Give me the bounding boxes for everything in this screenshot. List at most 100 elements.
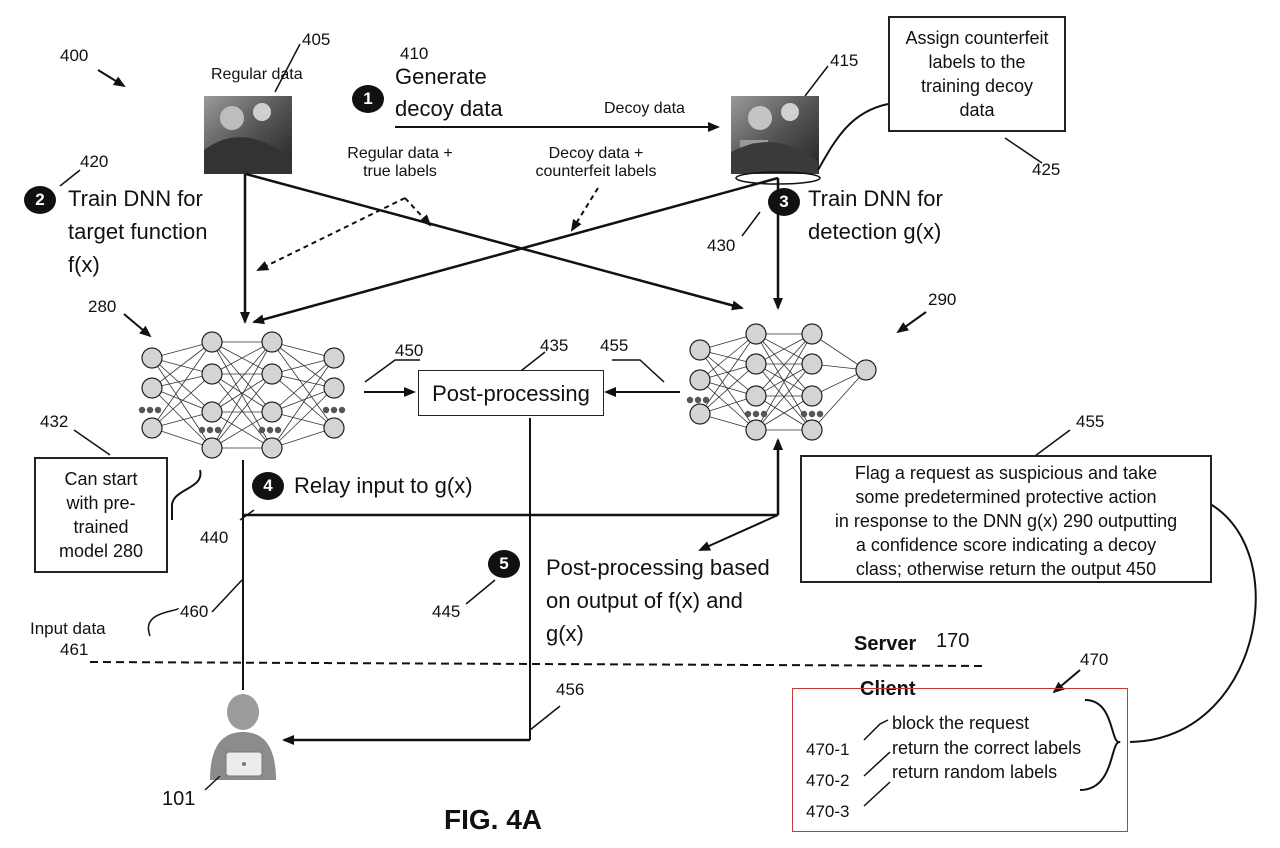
server-label: Server bbox=[854, 633, 917, 655]
network-edge bbox=[211, 341, 273, 375]
flag-line1: Flag a request as suspicious and take bbox=[854, 463, 1158, 483]
network-edge bbox=[271, 387, 335, 413]
ellipsis-dot bbox=[146, 406, 154, 414]
step-5-text-line1: Post-processing based bbox=[546, 555, 770, 580]
client-label: Client bbox=[860, 678, 916, 700]
dnn-g-ref: 290 bbox=[928, 290, 957, 309]
assign-line2: labels to the bbox=[928, 52, 1026, 72]
flag-line5: class; otherwise return the output 450 bbox=[855, 559, 1157, 579]
network-node bbox=[801, 353, 823, 375]
option-2-ref: 470-2 bbox=[806, 771, 850, 790]
option-3-ref: 470-3 bbox=[806, 802, 850, 821]
network-node bbox=[855, 359, 877, 381]
step-1-badge: 1 bbox=[352, 85, 384, 113]
assign-line4: data bbox=[959, 100, 995, 120]
ellipsis-dot bbox=[258, 426, 266, 434]
network-node bbox=[689, 369, 711, 391]
step-4-badge: 4 bbox=[252, 472, 284, 500]
network-edge bbox=[271, 341, 335, 359]
pretrained-connector bbox=[170, 469, 202, 520]
ellipsis-dot bbox=[744, 410, 752, 418]
step-4-ref: 440 bbox=[200, 528, 229, 547]
ellipsis-dot bbox=[752, 410, 760, 418]
ref-456: 456 bbox=[556, 680, 585, 699]
leader-456 bbox=[529, 705, 561, 731]
regular-to-g-arrow bbox=[245, 172, 744, 311]
step-2-text-line2: target function bbox=[68, 219, 208, 244]
network-node bbox=[201, 437, 223, 459]
ellipsis-dot bbox=[686, 396, 694, 404]
network-edge bbox=[151, 387, 213, 449]
leader-input-data bbox=[147, 607, 179, 637]
figure-caption: FIG. 4A bbox=[444, 804, 543, 835]
regular-true-line2: true labels bbox=[363, 163, 437, 180]
network-edge bbox=[151, 373, 213, 429]
network-node bbox=[801, 385, 823, 407]
network-edge bbox=[755, 363, 813, 397]
network-edge bbox=[811, 333, 867, 371]
assign-line3: training decoy bbox=[920, 76, 1034, 96]
step-3-ref: 430 bbox=[707, 236, 736, 255]
flag-ref: 455 bbox=[1076, 412, 1105, 431]
regular-data-image bbox=[204, 96, 292, 174]
arrow-400 bbox=[97, 69, 126, 88]
network-edge bbox=[151, 387, 213, 413]
network-node bbox=[745, 353, 767, 375]
network-node bbox=[141, 347, 163, 369]
post-processing-box: Post-processing bbox=[418, 370, 604, 416]
ellipsis-dot bbox=[154, 406, 162, 414]
decoy-data-image bbox=[731, 96, 819, 174]
client-options-frame bbox=[792, 688, 1128, 832]
step-1-text-line2: decoy data bbox=[395, 96, 503, 121]
post-ref: 435 bbox=[540, 336, 569, 355]
ellipsis-dot bbox=[338, 406, 346, 414]
network-edge bbox=[699, 333, 757, 381]
network-node bbox=[745, 419, 767, 441]
step-5-ref: 445 bbox=[432, 602, 461, 621]
leader-420 bbox=[59, 169, 81, 187]
network-edge bbox=[211, 341, 273, 413]
regular-true-line1: Regular data + bbox=[347, 145, 453, 162]
server-ref: 170 bbox=[936, 630, 970, 652]
client-user-ref: 101 bbox=[162, 788, 196, 810]
network-edge bbox=[755, 395, 813, 431]
assign-ref: 425 bbox=[1032, 160, 1061, 179]
network-edge bbox=[699, 333, 757, 415]
leader-455-in bbox=[612, 359, 665, 383]
step-5-text-line3: g(x) bbox=[546, 621, 584, 646]
network-node bbox=[141, 377, 163, 399]
network-edge bbox=[151, 341, 213, 389]
arrow-290 bbox=[896, 311, 927, 334]
network-edge bbox=[271, 357, 335, 375]
option-3-text: return random labels bbox=[892, 762, 1058, 782]
option-1-text: block the request bbox=[892, 713, 1030, 733]
ellipsis-dot bbox=[702, 396, 710, 404]
flag-line2: some predetermined protective action bbox=[855, 487, 1157, 507]
dnn-f-network bbox=[138, 331, 346, 459]
network-node bbox=[201, 331, 223, 353]
leader-415 bbox=[804, 65, 829, 97]
step-2-text-line3: f(x) bbox=[68, 252, 100, 277]
ellipsis-dot bbox=[694, 396, 702, 404]
leader-405 bbox=[274, 43, 301, 93]
regular-data-label: Regular data bbox=[211, 66, 303, 83]
network-node bbox=[323, 417, 345, 439]
dnn-g-network bbox=[686, 323, 877, 441]
network-edge bbox=[755, 363, 813, 431]
leader-425 bbox=[1004, 137, 1043, 164]
step-2-badge: 2 bbox=[24, 186, 56, 214]
network-node bbox=[261, 401, 283, 423]
network-node bbox=[689, 339, 711, 361]
leader-460 bbox=[211, 579, 243, 613]
options-brace bbox=[1079, 699, 1121, 791]
ref-460: 460 bbox=[180, 602, 209, 621]
regular-true-labels-label: Regular data + true labels bbox=[330, 145, 470, 181]
dashed-pointer-regular bbox=[256, 197, 406, 271]
network-edge bbox=[271, 357, 335, 413]
leader-470-1 bbox=[863, 719, 889, 741]
network-node bbox=[261, 363, 283, 385]
network-node bbox=[261, 331, 283, 353]
assign-labels-box: Assign counterfeit labels to the trainin… bbox=[888, 16, 1066, 132]
step-1-text-line1: Generate bbox=[395, 64, 487, 89]
